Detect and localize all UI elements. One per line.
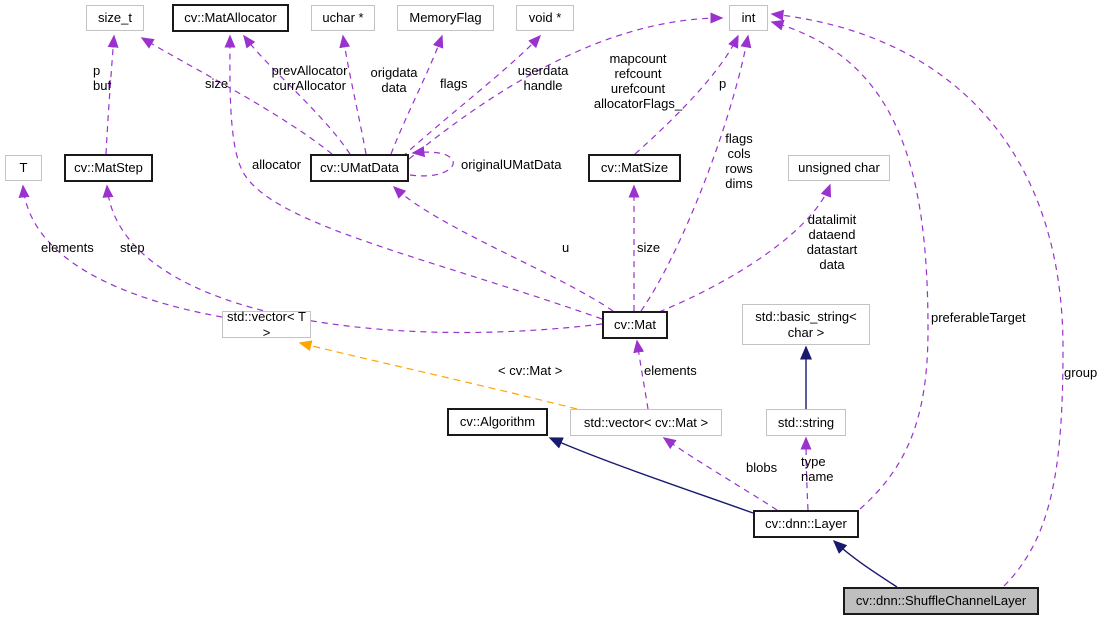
node-cv-umatdata[interactable]: cv::UMatData [310,154,409,182]
edge-vector-mat-to-mat [633,339,649,410]
edge-label-mapcount-refcount: mapcount refcount urefcount allocatorFla… [593,51,683,112]
edge-vector-t-to-t [18,184,223,318]
node-cv-matstep[interactable]: cv::MatStep [64,154,153,182]
edge-layer-to-string [800,436,812,511]
edge-label-p-buf: p buf [93,63,112,94]
edge-umatdata-self-loop [409,146,454,177]
edge-umatdata-to-memoryflag [390,34,444,155]
edge-label-userdata-handle: userdata handle [517,63,569,94]
edge-label-step: step [120,240,145,255]
edge-label-preferabletarget: preferableTarget [931,310,1026,325]
node-std-vector-cv-mat: std::vector< cv::Mat > [570,409,722,436]
node-cv-algorithm[interactable]: cv::Algorithm [447,408,548,436]
node-void-ptr: void * [516,5,574,31]
edge-label-prev-curr-allocator: prevAllocator currAllocator [271,63,348,94]
edge-label-group: group [1064,365,1098,380]
edge-label-elements-mat: elements [644,363,697,378]
edge-label-size-matsize: size [637,240,661,255]
node-size-t: size_t [86,5,144,31]
edge-label-allocator: allocator [252,157,302,172]
edge-label-flags-cols-rows-dims: flags cols rows dims [725,131,753,192]
edge-umatdata-to-matallocator [243,34,351,155]
edge-layer-to-vector-mat [662,437,778,511]
node-cv-mat[interactable]: cv::Mat [602,311,668,339]
edge-layer-to-int-preferabletarget [770,19,929,510]
edge-matsize-to-int [634,34,739,155]
node-cv-dnn-layer[interactable]: cv::dnn::Layer [753,510,859,538]
node-unsigned-char: unsigned char [788,155,890,181]
node-std-string: std::string [766,409,846,436]
edge-label-template-cv-mat: < cv::Mat > [498,363,563,378]
edge-label-origdata-data: origdata data [370,65,418,96]
edge-mat-to-umatdata [392,185,614,312]
edge-matstep-to-size-t [105,34,119,155]
edge-mat-to-matallocator [224,34,603,320]
node-t: T [5,155,42,181]
node-int: int [729,5,768,31]
node-cv-matsize[interactable]: cv::MatSize [588,154,681,182]
edge-label-size-umatdata: size [205,76,229,91]
edge-umatdata-to-int [408,12,724,160]
edge-label-datalimit-group: datalimit dataend datastart data [806,212,858,273]
edge-label-blobs: blobs [746,460,778,475]
edge-label-flags-memoryflag: flags [440,76,468,91]
edge-shufflechannellayer-to-int-group [770,9,1064,587]
node-std-basic-string-char: std::basic_string< char > [742,304,870,345]
edge-vector-mat-template-of-vector-t [298,340,578,410]
edge-umatdata-to-void [401,34,542,158]
edge-layer-inherits-algorithm [548,437,754,514]
edge-shufflechannellayer-inherits-layer [832,539,898,588]
edge-mat-to-matstep [102,184,603,334]
edge-label-originalumatdata: originalUMatData [461,157,562,172]
edge-label-u: u [562,240,570,255]
node-std-vector-t: std::vector< T > [222,309,311,340]
edge-umatdata-to-size-t [140,37,333,155]
edge-label-type-name: type name [801,454,834,485]
node-cv-matallocator[interactable]: cv::MatAllocator [172,4,289,32]
node-memoryflag: MemoryFlag [397,5,494,31]
edge-label-elements-t: elements [41,240,94,255]
edge-label-p-matsize: p [719,76,727,91]
node-uchar-ptr: uchar * [311,5,375,31]
node-cv-dnn-shufflechannellayer: cv::dnn::ShuffleChannelLayer [843,587,1039,615]
edge-umatdata-to-uchar [339,34,367,155]
